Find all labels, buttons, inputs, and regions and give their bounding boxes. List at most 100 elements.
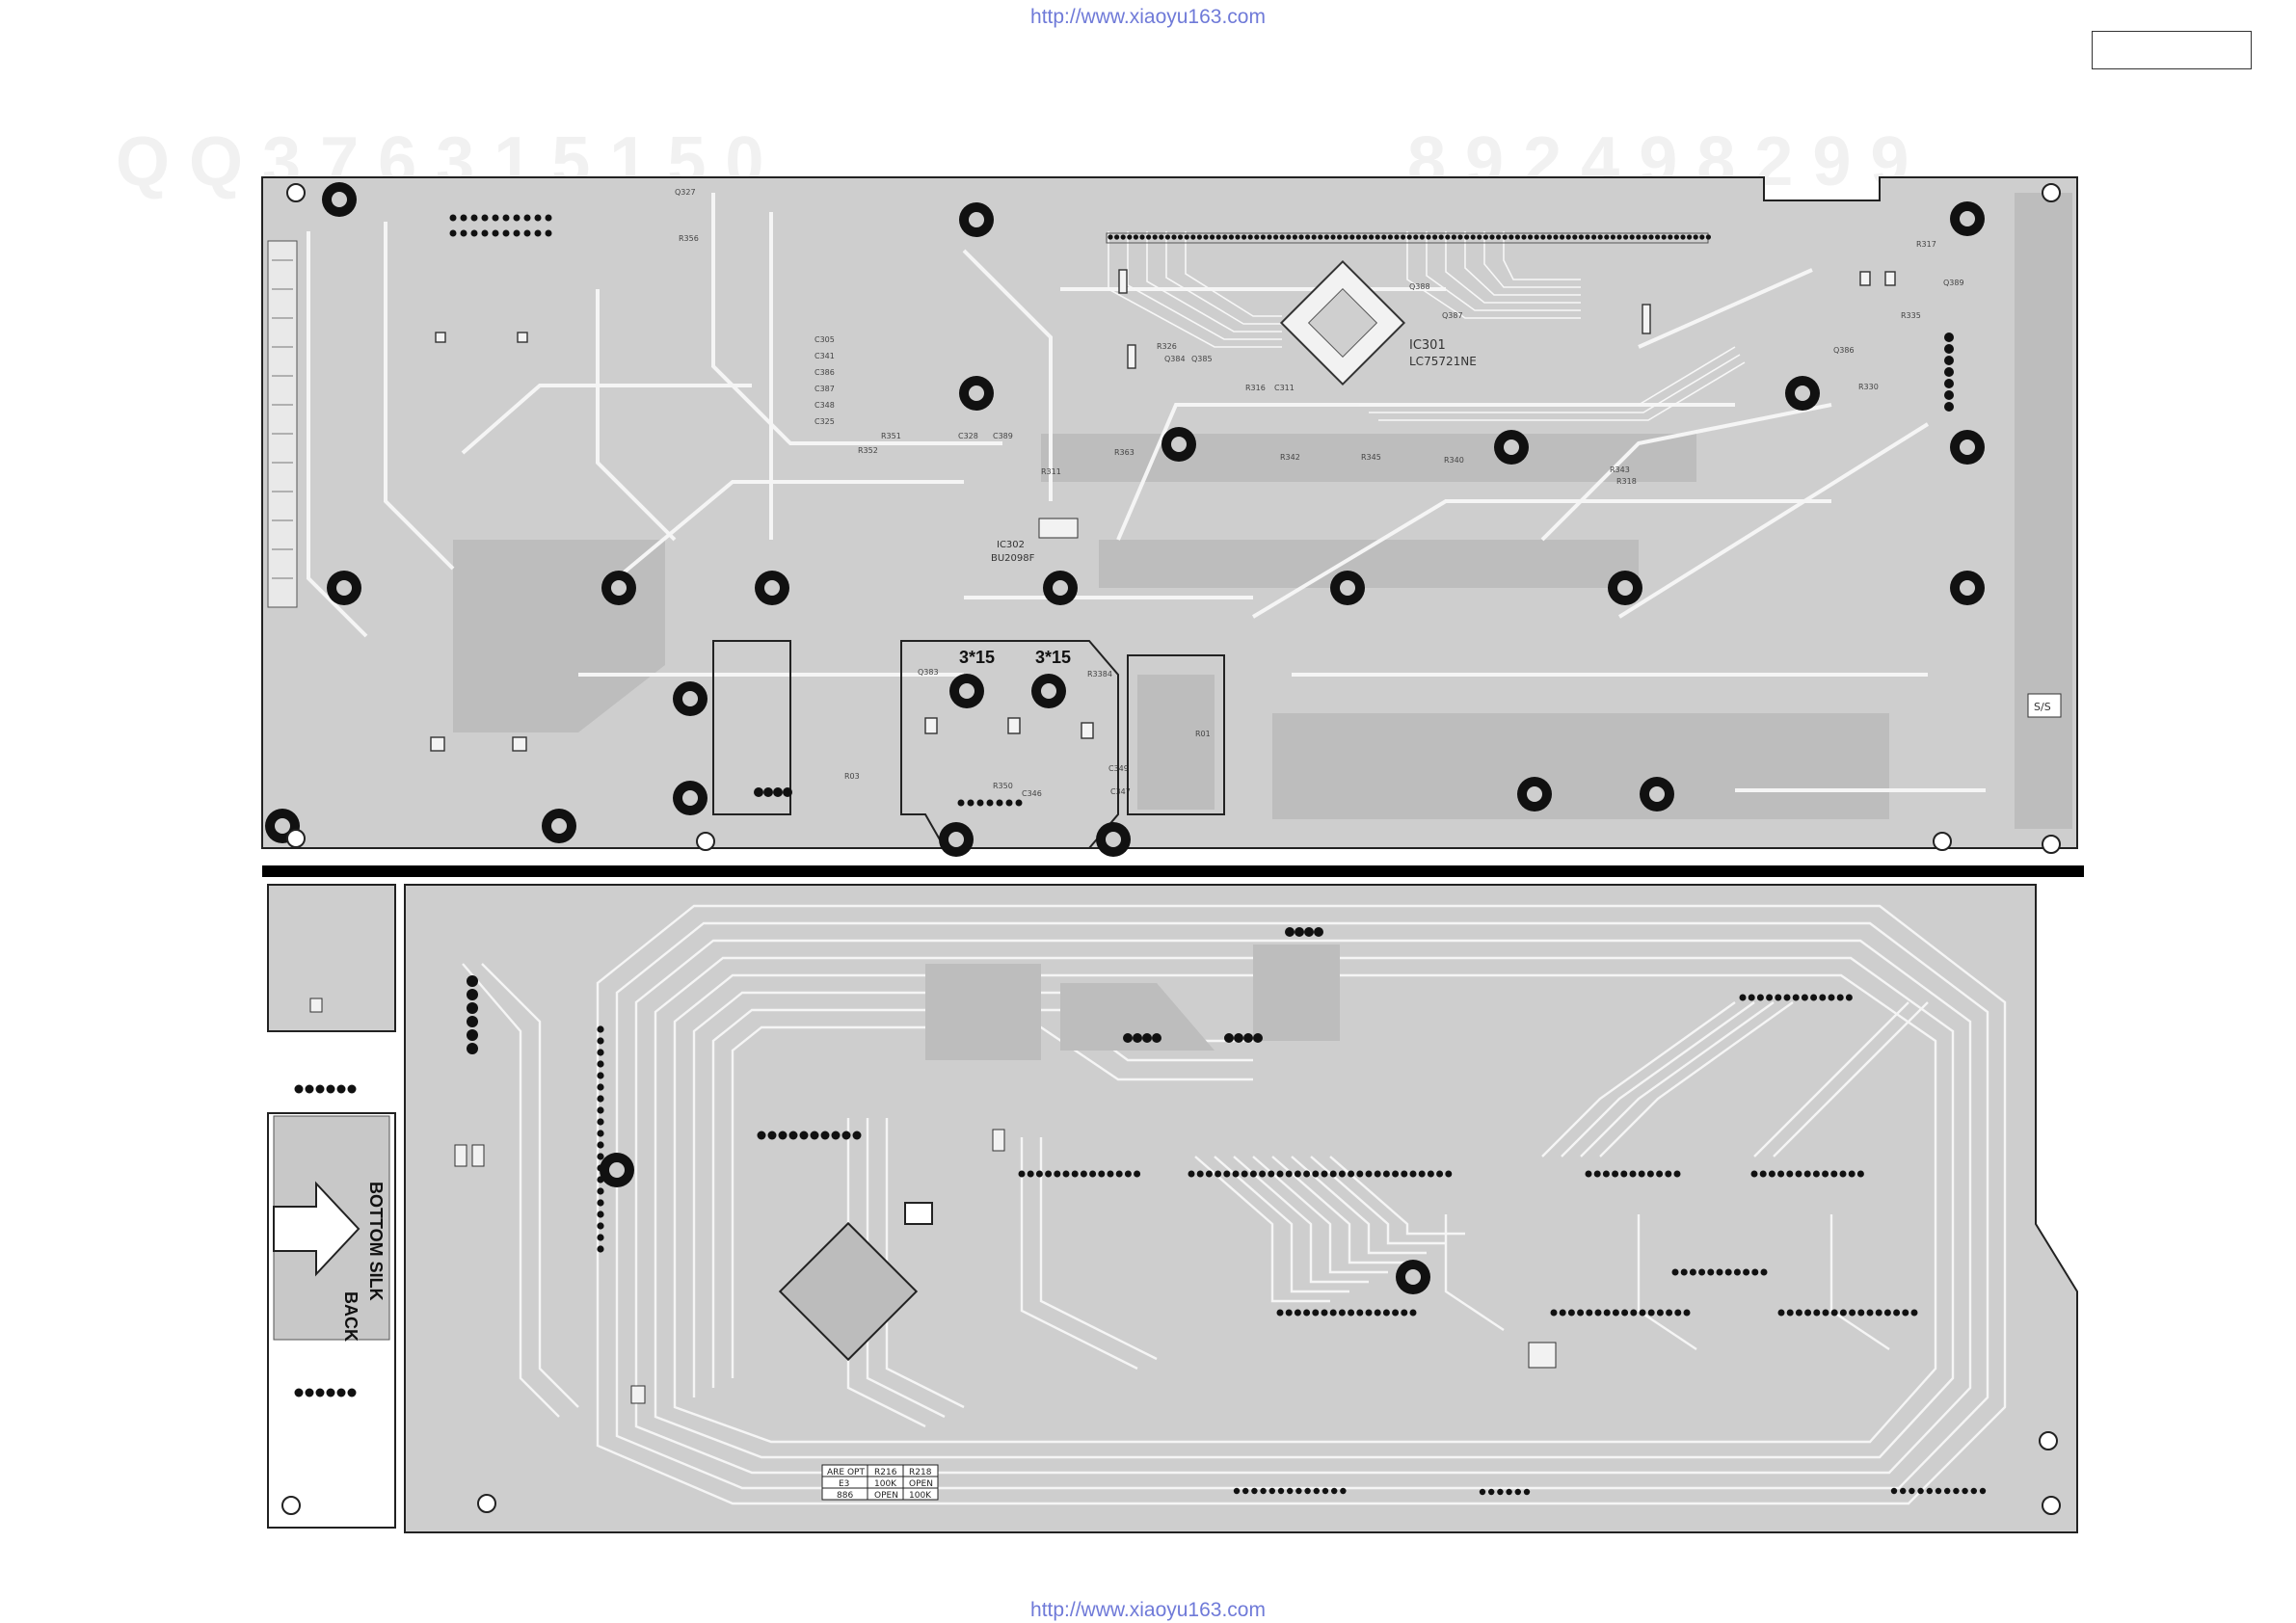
pad [1698,1268,1706,1276]
pad [1409,1309,1417,1317]
header-pin [1286,234,1292,240]
board-hole [1933,832,1952,851]
svg-text:C346: C346 [1022,789,1042,798]
pad [1071,1170,1079,1178]
pad [1786,1170,1794,1178]
pad [502,229,510,237]
pad [1839,1309,1847,1317]
ic302-label: IC302 [997,540,1025,550]
header-pin [1648,234,1654,240]
pad [1506,1488,1512,1496]
ic301-part-label: LC75721NE [1409,355,1477,368]
pad [1751,1268,1759,1276]
pad [481,229,489,237]
watermark-url-top[interactable]: http://www.xiaoyu163.com [1030,6,1266,28]
pad [1962,1487,1968,1495]
pad [1593,1170,1601,1178]
header-pin [1394,234,1400,240]
pad [1766,994,1774,1001]
ic301-package [1279,259,1406,386]
bottom-silk-label: BOTTOM SILK [366,1182,386,1301]
pad [1080,1170,1087,1178]
svg-text:R345: R345 [1361,453,1381,462]
header-pin [1235,234,1241,240]
header-pin [1311,234,1317,240]
pad [1107,1170,1114,1178]
pad [1223,1170,1231,1178]
header-pin [1247,234,1253,240]
pad [1285,1170,1293,1178]
header-pin [1184,234,1189,240]
board-hole [2039,1431,2058,1450]
pad [1777,1170,1785,1178]
pad [757,1131,766,1140]
pad [1890,1487,1898,1495]
pad [1944,344,1954,354]
mounting-hole-center [948,832,964,847]
mounting-hole-center [1106,832,1121,847]
pad [1338,1170,1346,1178]
header-pin [1597,234,1603,240]
pad [1312,1170,1320,1178]
pad [1054,1170,1061,1178]
header-pin [1699,234,1705,240]
pad [1295,927,1304,937]
pad [347,1084,357,1094]
pad [513,229,521,237]
pad [470,214,478,222]
pad [597,1222,604,1230]
pad [1944,379,1954,388]
pad [1683,1309,1691,1317]
pad [1392,1170,1400,1178]
pad [1944,390,1954,400]
switch-label: S/S [2034,701,2051,713]
pad [1215,1170,1222,1178]
header-pin [1369,234,1375,240]
pad [294,1084,304,1094]
table-cell: 100K [909,1491,932,1501]
pad [1062,1170,1070,1178]
mounting-hole-center [609,1162,625,1178]
pad [523,214,531,222]
ic301-label: IC301 [1409,338,1446,353]
pad [347,1388,357,1397]
pad [1902,1309,1909,1317]
pad [1098,1170,1106,1178]
pad [315,1084,325,1094]
svg-text:R326: R326 [1157,342,1177,351]
table-cell: 886 [837,1491,853,1501]
header-pin [1604,234,1610,240]
pad [1005,799,1013,807]
header-pin [1565,234,1571,240]
mounting-hole-center [1960,439,1975,455]
header-pin [1591,234,1597,240]
pad [1356,1309,1364,1317]
pad [1115,1170,1123,1178]
pad [597,1234,604,1241]
pad [1883,1309,1891,1317]
pad [1759,1170,1767,1178]
pad [1233,1487,1241,1495]
board-hole [286,183,306,202]
header-pin [1489,234,1495,240]
header-pin [1318,234,1323,240]
pad [1268,1487,1276,1495]
header-pin [1655,234,1661,240]
pad [1294,1309,1301,1317]
pad [1783,994,1791,1001]
mounting-hole-center [275,818,290,834]
svg-text:C389: C389 [993,432,1013,440]
pad [1232,1170,1240,1178]
mounting-hole-center [551,818,567,834]
header-pin [1534,234,1539,240]
mounting-hole-center [1405,1269,1421,1285]
pad [1152,1033,1161,1043]
pad [1409,1170,1417,1178]
pad [1689,1268,1696,1276]
watermark-url-bottom[interactable]: http://www.xiaoyu163.com [1030,1599,1266,1621]
pad [1331,1487,1338,1495]
pad [1812,1170,1820,1178]
mounting-hole-center [969,386,984,401]
pad [1268,1170,1275,1178]
header-pin [1636,234,1642,240]
